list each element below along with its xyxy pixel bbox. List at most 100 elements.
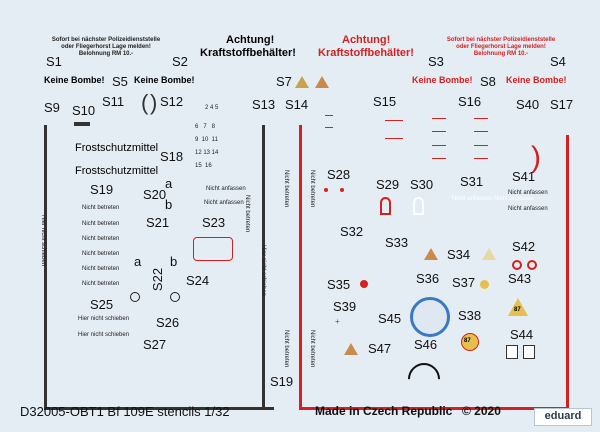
keine-bombe-1: Keine Bombe! bbox=[44, 75, 105, 85]
stencil-label-s21: S21 bbox=[146, 215, 170, 230]
red-mark bbox=[325, 115, 333, 116]
ring-mark bbox=[170, 292, 180, 302]
red-mark bbox=[432, 158, 446, 159]
red-mark bbox=[432, 118, 446, 119]
red-mark bbox=[325, 127, 333, 128]
num-mark: 12 13 14 bbox=[195, 150, 219, 156]
hier-nicht-schieben-1: Hier nicht schieben bbox=[78, 316, 130, 322]
stencil-label-s38: S38 bbox=[458, 308, 482, 323]
nicht-anfassen-white-1: Nicht anfassen bbox=[452, 196, 492, 202]
left-warning-text: Sofort bei nächster Polizeidienststelle … bbox=[51, 37, 161, 57]
stencil-label-s42: S42 bbox=[512, 239, 536, 254]
black-arc bbox=[401, 356, 447, 402]
stencil-label-s1: S1 bbox=[46, 54, 62, 69]
right-warning-text: Sofort bei nächster Polizeidienststelle … bbox=[446, 37, 556, 57]
stencil-label-s37: S37 bbox=[452, 275, 476, 290]
red-dot bbox=[340, 188, 344, 192]
stencil-label-s3: S3 bbox=[428, 54, 444, 69]
stencil-label-s39: S39 bbox=[333, 299, 357, 314]
nicht-betreten-4: Nicht betreten bbox=[82, 251, 120, 257]
stencil-label-s9: S9 bbox=[44, 100, 60, 115]
yellow-dot bbox=[480, 280, 489, 289]
red-mark bbox=[432, 145, 446, 146]
nicht-betreten-vertical-3: Nicht betreten bbox=[283, 330, 289, 368]
nicht-betreten-vertical-4: Nicht betreten bbox=[309, 170, 315, 208]
s29-mark bbox=[380, 197, 391, 215]
red-ring bbox=[512, 260, 522, 270]
stencil-label-s32: S32 bbox=[340, 224, 364, 239]
num-mark: 2 4 5 bbox=[205, 105, 219, 111]
ring-mark bbox=[130, 292, 140, 302]
nicht-anfassen-a: Nicht anfassen bbox=[206, 186, 246, 192]
stencil-label-s35: S35 bbox=[327, 277, 351, 292]
nicht-betreten-3: Nicht betreten bbox=[82, 236, 120, 242]
s10-mark bbox=[74, 122, 90, 126]
stencil-label-s41: S41 bbox=[512, 169, 536, 184]
letter-b-bottom: b bbox=[170, 254, 178, 269]
blue-roundel bbox=[410, 297, 450, 337]
round-87-marker bbox=[461, 333, 479, 351]
right-achtung-line1: Achtung! bbox=[342, 34, 391, 46]
stencil-label-s20: S20 bbox=[143, 187, 167, 202]
red-frame-right bbox=[566, 135, 569, 410]
red-mark bbox=[474, 158, 488, 159]
stencil-label-s7: S7 bbox=[276, 74, 292, 89]
black-frame-right bbox=[262, 125, 265, 410]
num-mark: 9 10 11 bbox=[195, 137, 218, 143]
red-ring bbox=[527, 260, 537, 270]
stencil-label-s28: S28 bbox=[327, 167, 351, 182]
triangle-marker bbox=[295, 76, 309, 88]
stencil-label-s44: S44 bbox=[510, 327, 534, 342]
triangle-marker bbox=[344, 343, 358, 355]
stencil-label-s11: S11 bbox=[102, 94, 125, 109]
left-achtung-line1: Achtung! bbox=[226, 34, 275, 46]
footer-made-in: Made in Czech Republic bbox=[315, 404, 453, 418]
nicht-anfassen-s41: Nicht anfassen bbox=[508, 190, 548, 196]
stencil-label-s30: S30 bbox=[410, 177, 434, 192]
triangle-marker bbox=[482, 248, 496, 260]
stencil-label-s19-bottom: S19 bbox=[270, 374, 294, 389]
red-plus: + bbox=[335, 317, 340, 326]
nicht-betreten-2: Nicht betreten bbox=[82, 221, 120, 227]
stencil-label-s27: S27 bbox=[143, 337, 167, 352]
footer-copyright: © 2020 bbox=[462, 404, 501, 418]
stencil-label-s33: S33 bbox=[385, 235, 409, 250]
nicht-betreten-1: Nicht betreten bbox=[82, 205, 120, 211]
black-frame-left bbox=[44, 125, 47, 410]
keine-bombe-red-1: Keine Bombe! bbox=[412, 75, 473, 85]
stencil-label-s47: S47 bbox=[368, 341, 392, 356]
red-mark bbox=[474, 145, 488, 146]
round-87-number: 87 bbox=[464, 338, 471, 344]
keine-bombe-red-2: Keine Bombe! bbox=[506, 75, 567, 85]
left-achtung-line2: Kraftstoffbehälter! bbox=[200, 47, 296, 59]
white-box bbox=[523, 345, 535, 359]
hier-nicht-schieben-2: Hier nicht schieben bbox=[78, 332, 130, 338]
eduard-logo: eduard bbox=[534, 408, 592, 426]
red-mark bbox=[385, 120, 403, 121]
red-arc: ) bbox=[531, 141, 541, 174]
red-mark bbox=[432, 131, 446, 132]
nicht-anfassen-white-2: Nicht anfassen bbox=[494, 196, 534, 202]
yellow-triangle-number: 87 bbox=[514, 307, 521, 313]
stencil-label-s8: S8 bbox=[480, 74, 496, 89]
right-achtung-line2: Kraftstoffbehälter! bbox=[318, 47, 414, 59]
stencil-label-s26: S26 bbox=[156, 315, 180, 330]
stencil-label-s40: S40 bbox=[516, 97, 540, 112]
stencil-label-s43: S43 bbox=[508, 271, 532, 286]
stencil-label-s22: S22 bbox=[150, 267, 166, 292]
keine-bombe-2: Keine Bombe! bbox=[134, 75, 195, 85]
hier-nicht-schieben-vertical-2: Hier nicht schieben bbox=[260, 245, 266, 297]
red-mark bbox=[474, 131, 488, 132]
stencil-label-s14: S14 bbox=[285, 97, 309, 112]
stencil-label-s15: S15 bbox=[373, 94, 397, 109]
stencil-label-s13: S13 bbox=[252, 97, 276, 112]
letter-a-top: a bbox=[165, 176, 173, 191]
stencil-label-s24: S24 bbox=[186, 273, 210, 288]
frostschutz-1: Frostschutzmittel bbox=[75, 142, 159, 154]
nicht-betreten-6: Nicht betreten bbox=[82, 281, 120, 287]
yellow-triangle-87 bbox=[508, 298, 528, 316]
s23-frame bbox=[193, 237, 233, 261]
stencil-label-s16: S16 bbox=[458, 94, 482, 109]
stencil-label-s34: S34 bbox=[447, 247, 471, 262]
